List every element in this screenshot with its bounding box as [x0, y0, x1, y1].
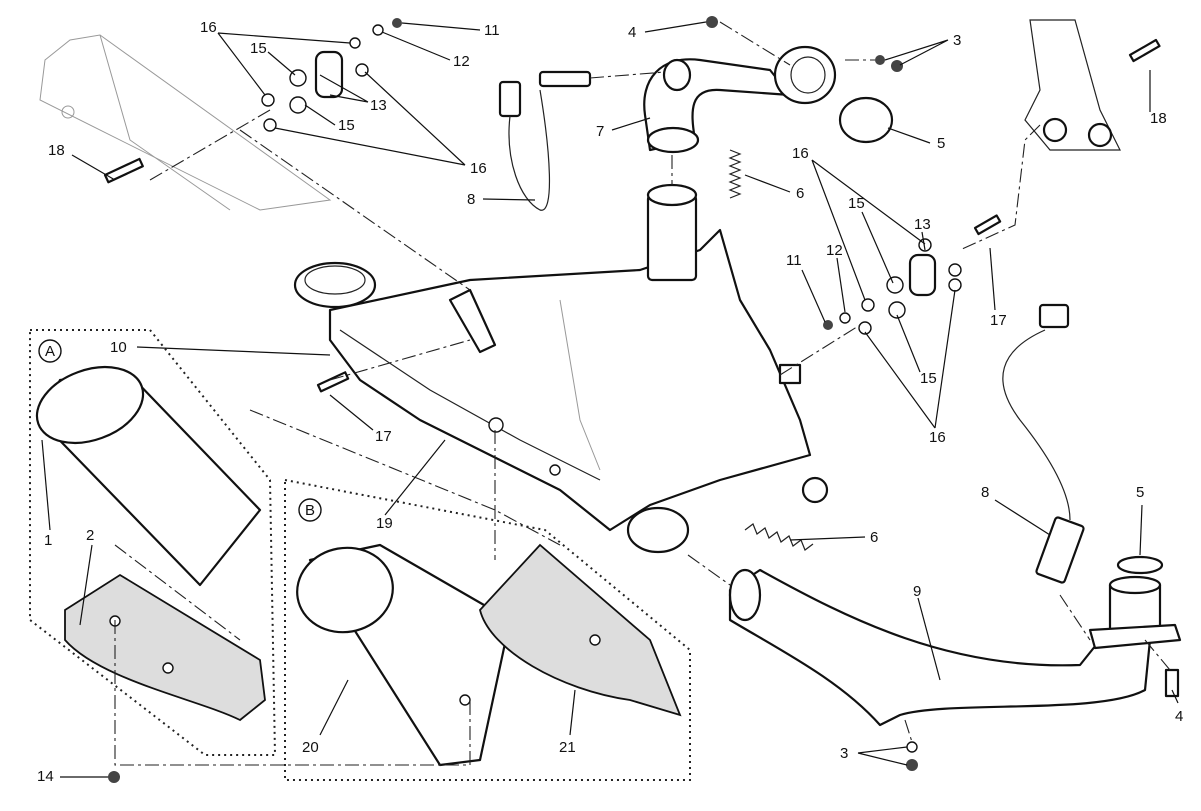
callout: 18	[1150, 110, 1167, 127]
callout: 12	[453, 53, 470, 70]
callout: 8	[467, 191, 475, 208]
callout: 4	[1175, 708, 1183, 725]
group-b-box	[284, 478, 691, 781]
callout: 10	[110, 339, 127, 356]
muffler	[293, 183, 812, 554]
hardware	[103, 16, 1180, 783]
callout: 16	[929, 429, 946, 446]
callout: 1	[44, 532, 52, 549]
group-label-b: B	[298, 498, 322, 522]
leader-lines	[41, 21, 1179, 778]
callout: 12	[826, 242, 843, 259]
callout: 3	[953, 32, 961, 49]
lambda-sensor-upper	[498, 70, 592, 211]
exhaust-pipe	[728, 555, 1182, 727]
callout-numbers: 16 15 11 12 13 15 16 18 4 3 7 5 18 8 6 1…	[37, 19, 1183, 785]
svg-text:A: A	[45, 343, 55, 360]
spring-lower	[744, 523, 814, 551]
callout: 7	[596, 123, 604, 140]
callout: 11	[484, 22, 500, 39]
callout: 14	[37, 768, 54, 785]
group-label-a: A	[38, 339, 62, 363]
callout: 16	[200, 19, 217, 36]
callout: 18	[48, 142, 65, 159]
callout: 13	[914, 216, 931, 233]
callout: 17	[990, 312, 1007, 329]
callout: 15	[920, 370, 937, 387]
assembly-lines	[114, 21, 1171, 766]
callout: 9	[913, 583, 921, 600]
group-a-box	[29, 329, 277, 756]
callout: 6	[870, 529, 878, 546]
callout: 2	[86, 527, 94, 544]
callout: 19	[376, 515, 393, 532]
callout: 5	[1136, 484, 1144, 501]
callout: 3	[840, 745, 848, 762]
callout: 15	[338, 117, 355, 134]
callout: 20	[302, 739, 319, 756]
spring-upper	[728, 149, 742, 199]
gasket-ring	[838, 96, 894, 144]
front-pipe	[643, 45, 837, 154]
lambda-sensor-lower	[1002, 303, 1085, 584]
callout: 16	[470, 160, 487, 177]
callout: 5	[937, 135, 945, 152]
svg-text:B: B	[305, 502, 315, 519]
callout: 21	[559, 739, 576, 756]
frame-bracket-right	[1024, 19, 1121, 151]
callout: 11	[786, 252, 802, 269]
callout: 17	[375, 428, 392, 445]
callout: 8	[981, 484, 989, 501]
callout: 13	[370, 97, 387, 114]
callout: 15	[250, 40, 267, 57]
callout: 16	[792, 145, 809, 162]
callout: 6	[796, 185, 804, 202]
callout: 15	[848, 195, 865, 212]
callout: 4	[628, 24, 636, 41]
frame-bracket-left	[39, 34, 332, 211]
